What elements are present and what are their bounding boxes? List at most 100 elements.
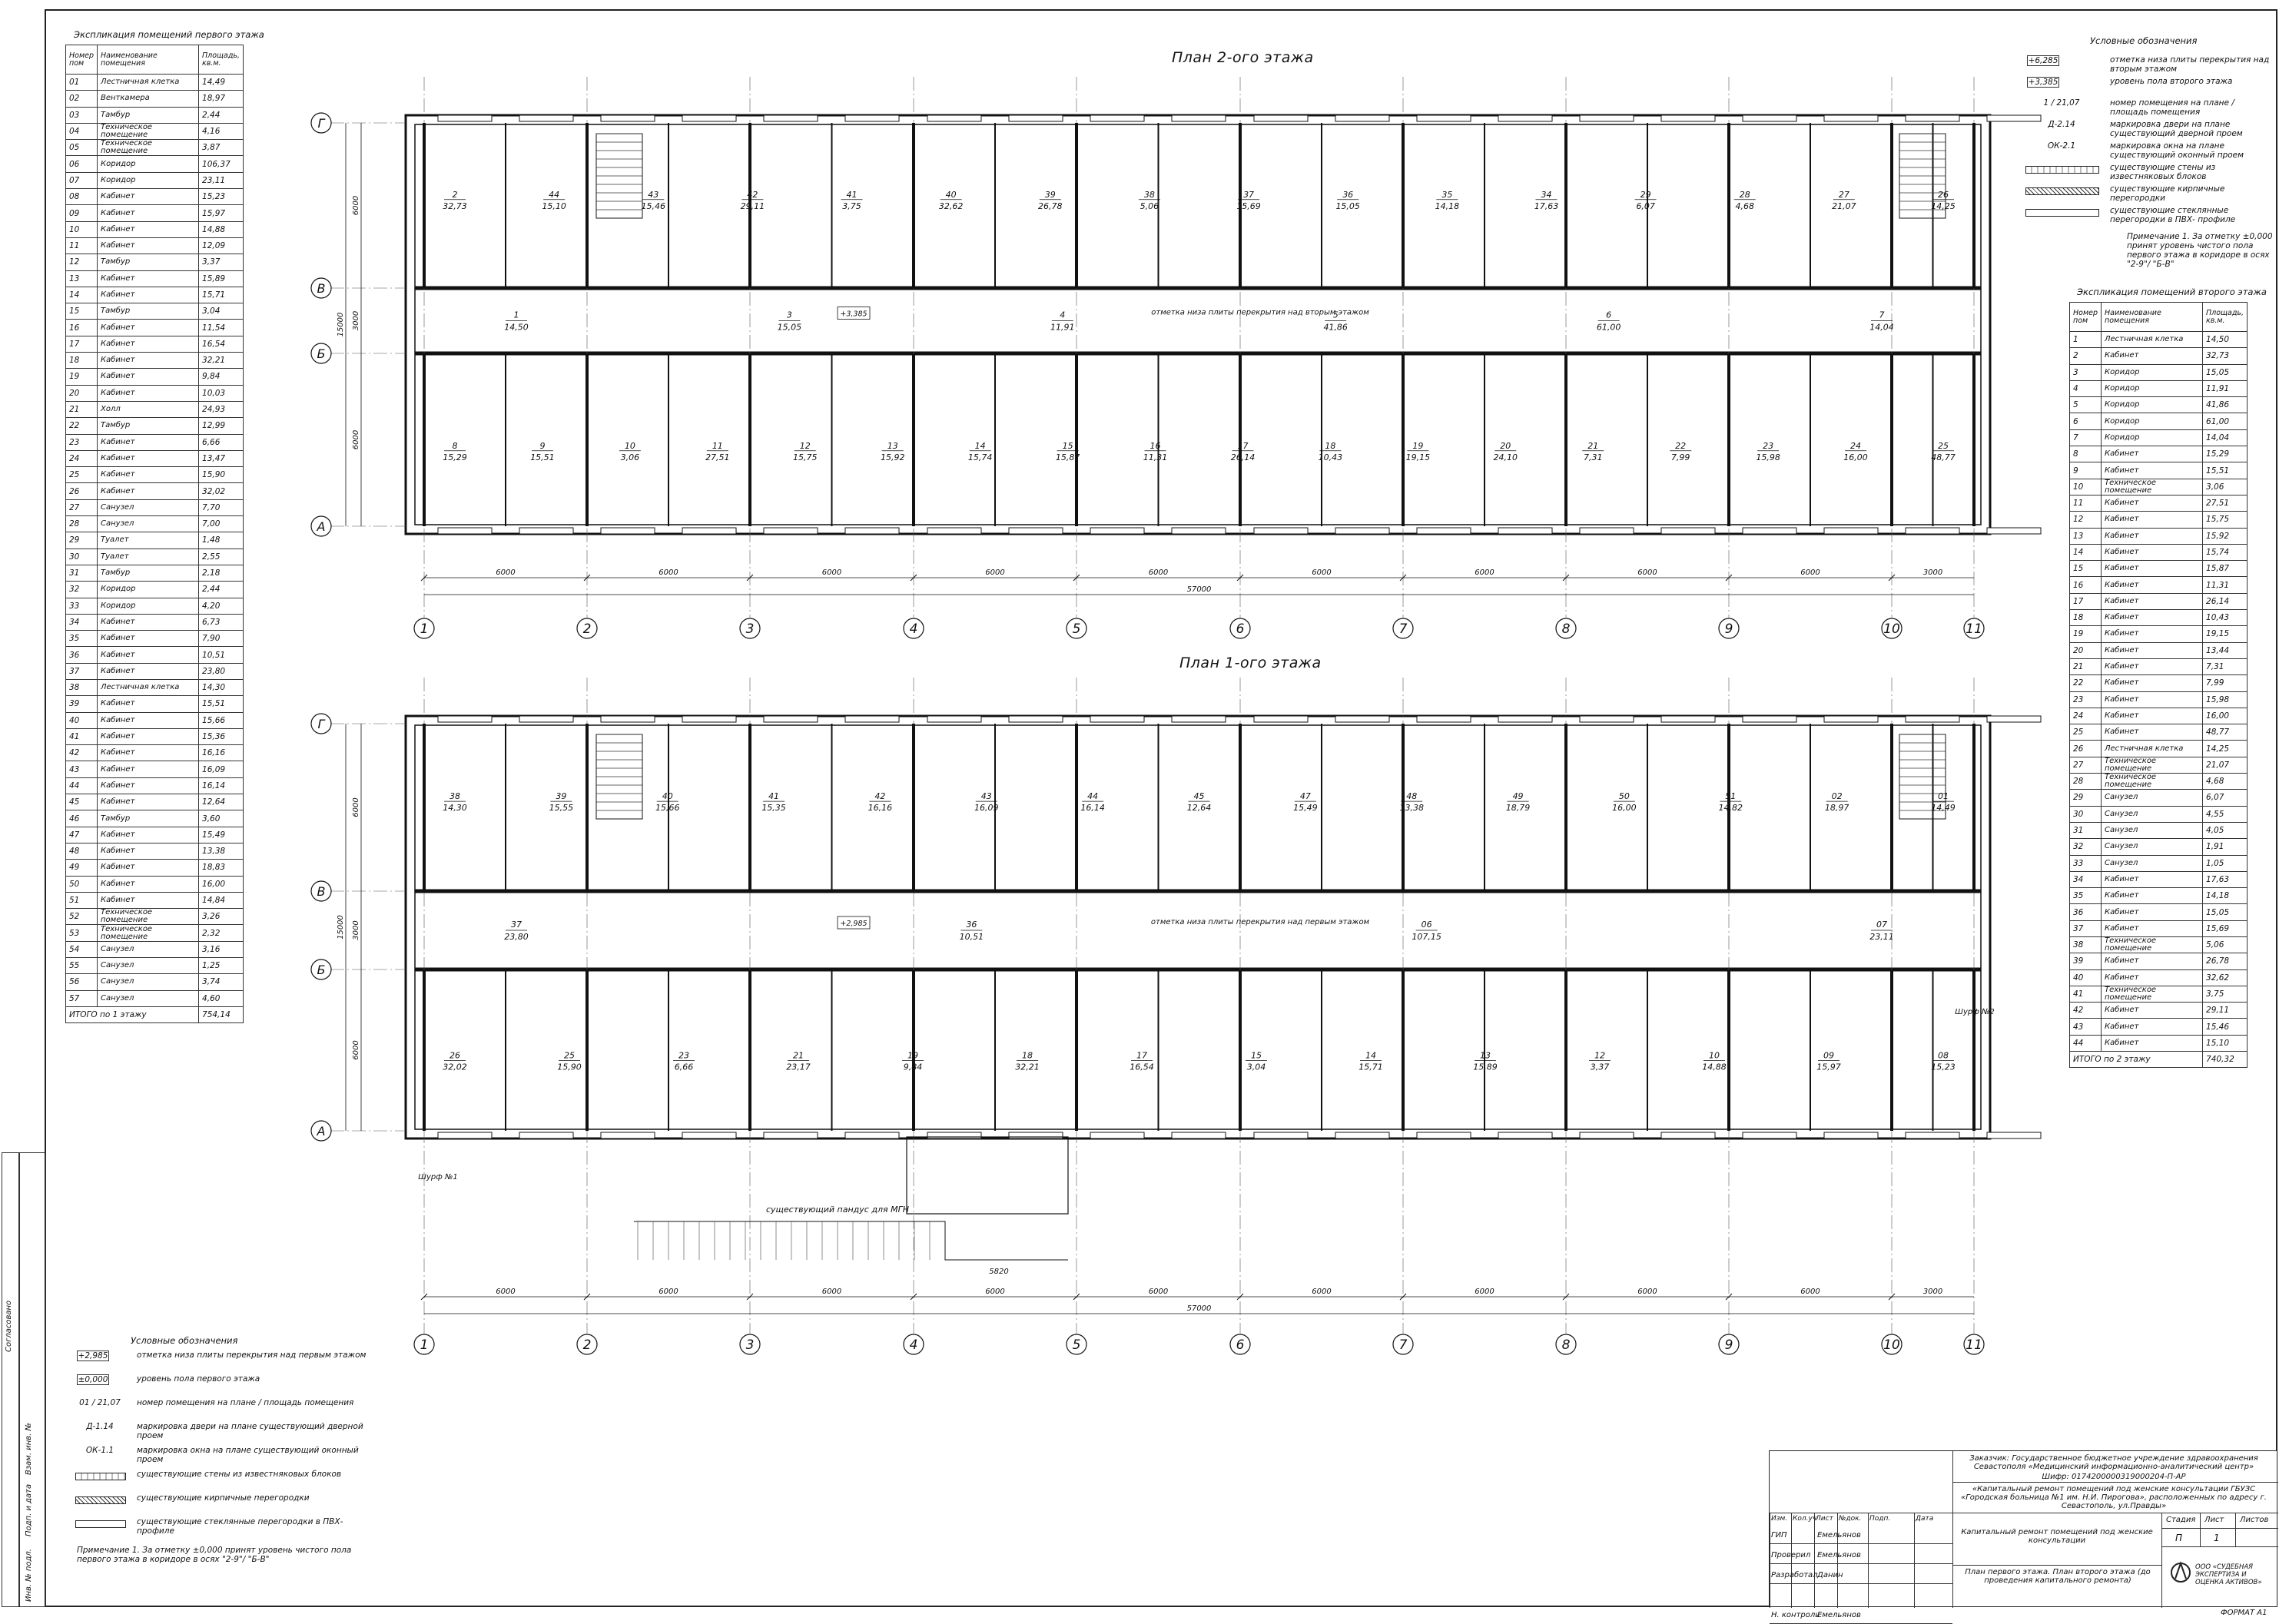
room-number: 26: [2069, 740, 2102, 757]
room-number: 2: [2069, 347, 2102, 365]
side-label-inv: Взам. инв. №: [25, 1423, 33, 1475]
tb-col-header: Изм.: [1771, 1515, 1788, 1523]
room-name: Кабинет: [96, 204, 200, 222]
room-number: 28: [2069, 773, 2102, 790]
sheet-frame: [45, 9, 2277, 1607]
room-area: 10,51: [198, 646, 244, 664]
col-name: Наименование помещения: [96, 45, 200, 75]
room-area: 13,44: [2202, 641, 2248, 659]
total-label: ИТОГО по 2 этажу: [2068, 1051, 2204, 1069]
room-area: 15,29: [2202, 446, 2248, 463]
room-name: Техническое помещение: [96, 139, 200, 157]
room-number: 16: [65, 319, 98, 336]
legend-text: отметка низа плиты перекрытия над вторым…: [2110, 55, 2270, 74]
room-number: 56: [65, 973, 98, 991]
room-area: 14,84: [198, 891, 244, 910]
room-name: Кабинет: [96, 319, 200, 336]
room-number: 36: [65, 646, 98, 664]
room-number: 18: [2069, 609, 2102, 627]
room-area: 2,44: [198, 581, 244, 598]
room-number: 53: [65, 924, 98, 942]
room-number: 35: [65, 630, 98, 648]
total-value: 754,14: [198, 1006, 244, 1024]
room-number: 05: [65, 139, 98, 157]
room-name: Тамбур: [96, 303, 200, 320]
legend-symbol: Д-1.14: [86, 1422, 114, 1431]
room-name: Кабинет: [2100, 576, 2204, 594]
room-number: 34: [2069, 870, 2102, 889]
room-area: 19,15: [2202, 625, 2248, 643]
room-area: 32,02: [198, 482, 244, 500]
legend-text: маркировка окна на плане существующий ок…: [2110, 141, 2244, 160]
room-area: 2,18: [198, 564, 244, 582]
legend-text: номер помещения на плане / площадь помещ…: [137, 1398, 354, 1407]
legend1-title: Условные обозначения: [131, 1335, 238, 1346]
legend-symbol: 1 / 21,07: [2043, 98, 2080, 108]
legend-text: существующие стены из известняковых блок…: [2110, 163, 2216, 181]
room-number: 42: [65, 744, 98, 762]
room-name: Кабинет: [96, 859, 200, 877]
room-area: 32,21: [198, 352, 244, 370]
room-area: 15,74: [2202, 543, 2248, 562]
room-area: 15,10: [2202, 1034, 2248, 1052]
room-number: 10: [2069, 478, 2102, 495]
room-name: Техническое помещение: [2100, 756, 2204, 774]
room-area: 3,37: [198, 254, 244, 271]
room-name: Коридор: [96, 171, 200, 190]
room-number: 31: [2069, 821, 2102, 840]
room-area: 7,31: [2202, 658, 2248, 676]
room-area: 18,97: [198, 90, 244, 108]
room-area: 1,25: [198, 957, 244, 975]
room-name: Лестничная клетка: [2100, 740, 2204, 757]
room-number: 4: [2069, 379, 2102, 398]
tb-stage: П: [2175, 1533, 2183, 1543]
schedule-floor2-title: Экспликация помещений второго этажа: [2077, 287, 2267, 297]
legend-symbol: +2,985: [77, 1351, 109, 1361]
room-number: 27: [2069, 756, 2102, 774]
tb-col-header: Лист: [1816, 1515, 1833, 1523]
room-number: 20: [65, 384, 98, 402]
room-name: Коридор: [2100, 363, 2204, 381]
room-number: 13: [2069, 527, 2102, 545]
room-area: 23,80: [198, 662, 244, 680]
room-name: Кабинет: [96, 466, 200, 484]
room-number: 52: [65, 908, 98, 926]
room-number: 01: [65, 73, 98, 91]
room-area: 15,97: [198, 204, 244, 222]
room-name: Санузел: [2100, 854, 2204, 872]
room-name: Коридор: [96, 597, 200, 615]
room-area: 26,14: [2202, 592, 2248, 611]
room-number: 14: [2069, 543, 2102, 562]
side-label-agreed: Согласовано: [5, 1300, 13, 1352]
room-area: 7,99: [2202, 674, 2248, 692]
room-number: 19: [2069, 625, 2102, 643]
room-name: Санузел: [2100, 805, 2204, 823]
room-number: 17: [65, 335, 98, 353]
room-area: 15,75: [2202, 511, 2248, 529]
legend-text: маркировка окна на плане существующий ок…: [137, 1446, 359, 1464]
room-area: 12,99: [198, 417, 244, 435]
